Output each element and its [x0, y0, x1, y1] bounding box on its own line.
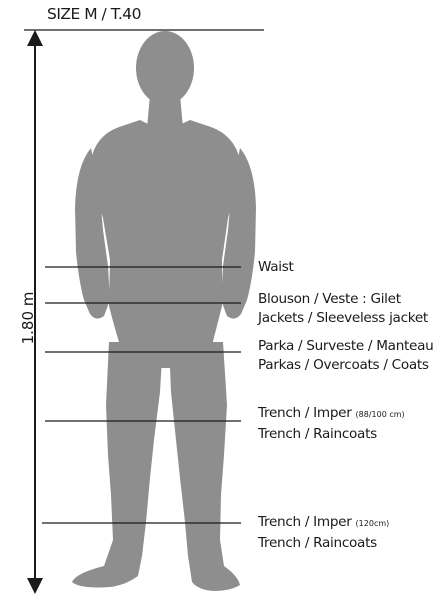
label-trench-short: Trench / Imper (88/100 cm) Trench / Rain…: [258, 404, 405, 443]
label-trench-long: Trench / Imper (120cm) Trench / Raincoat…: [258, 513, 389, 552]
silhouette-torso: [91, 120, 240, 368]
label-trench-short-en: Trench / Raincoats: [258, 425, 405, 444]
silhouette-leg-right: [169, 342, 240, 591]
person-silhouette: [72, 31, 256, 591]
label-trench-long-note: (120cm): [356, 519, 390, 528]
label-jackets-fr: Blouson / Veste : Gilet: [258, 290, 428, 309]
label-trench-short-fr-text: Trench / Imper: [258, 405, 356, 421]
label-trench-long-fr-text: Trench / Imper: [258, 514, 356, 530]
size-title: SIZE M / T.40: [47, 5, 141, 23]
silhouette-leg-left: [72, 342, 163, 587]
height-arrow-top-icon: [27, 30, 43, 46]
label-coats-fr: Parka / Surveste / Manteau: [258, 337, 433, 356]
silhouette-neck: [147, 95, 183, 128]
height-arrow-bottom-icon: [27, 578, 43, 594]
label-coats: Parka / Surveste / Manteau Parkas / Over…: [258, 337, 433, 374]
label-jackets: Blouson / Veste : Gilet Jackets / Sleeve…: [258, 290, 428, 327]
label-coats-en: Parkas / Overcoats / Coats: [258, 356, 433, 375]
label-waist: Waist: [258, 258, 294, 277]
height-label: 1.80 m: [19, 292, 37, 345]
label-trench-short-fr: Trench / Imper (88/100 cm): [258, 404, 405, 425]
label-trench-short-note: (88/100 cm): [356, 410, 405, 419]
silhouette-head: [136, 31, 194, 105]
label-trench-long-en: Trench / Raincoats: [258, 534, 389, 553]
label-trench-long-fr: Trench / Imper (120cm): [258, 513, 389, 534]
label-jackets-en: Jackets / Sleeveless jacket: [258, 309, 428, 328]
